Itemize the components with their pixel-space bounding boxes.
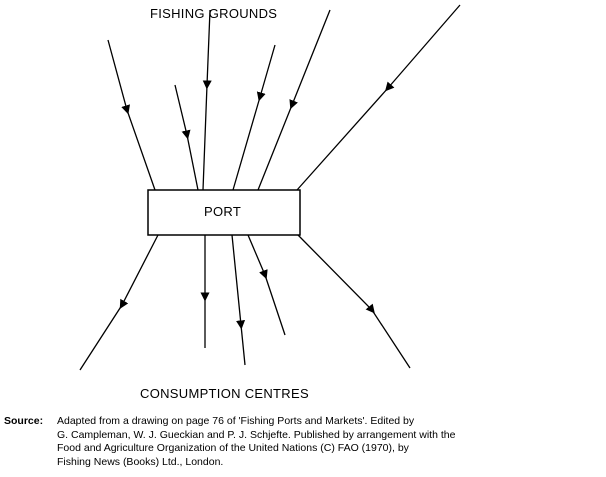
outflow-line-4 — [247, 234, 286, 336]
source-line: Fishing News (Books) Ltd., London. — [57, 455, 224, 468]
source-line: G. Campleman, W. J. Gueckian and P. J. S… — [57, 428, 456, 441]
inflow-line-4 — [232, 44, 276, 191]
source-line: Adapted from a drawing on page 76 of 'Fi… — [57, 415, 415, 427]
port-box — [147, 189, 301, 236]
fishing-grounds-label: FISHING GROUNDS — [150, 6, 278, 21]
outflow-line-5 — [297, 234, 411, 369]
inflow-line-2 — [202, 9, 212, 191]
port-label: PORT — [204, 204, 242, 219]
outflow-line-1 — [79, 234, 159, 371]
consumption-centres-label: CONSUMPTION CENTRES — [140, 386, 309, 401]
outflow-line-3 — [231, 234, 246, 366]
source-note: Source: Adapted from a drawing on page 7… — [4, 415, 602, 469]
inflow-line-5 — [257, 9, 331, 191]
inflow-line-3 — [174, 84, 199, 191]
source-line: Food and Agriculture Organization of the… — [57, 442, 409, 454]
inflow-line-1 — [107, 39, 156, 191]
inflow-line-6 — [296, 4, 461, 191]
source-key: Source: — [4, 415, 44, 427]
